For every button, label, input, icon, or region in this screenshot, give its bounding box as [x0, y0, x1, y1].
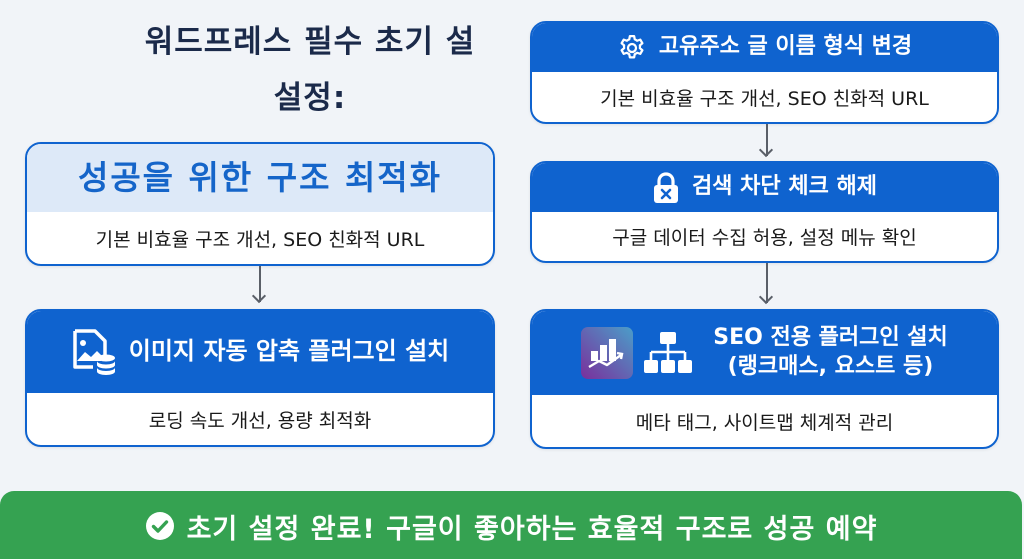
page-title: 워드프레스 필수 초기 설 설정: — [120, 14, 500, 126]
card-heading: 검색 차단 체크 해제 — [692, 174, 877, 200]
card-description: 구글 데이터 수집 허용, 설정 메뉴 확인 — [612, 227, 917, 249]
card-search-block-uncheck: 검색 차단 체크 해제 구글 데이터 수집 허용, 설정 메뉴 확인 — [530, 161, 999, 263]
card-heading: 고유주소 글 이름 형식 변경 — [658, 34, 913, 60]
card-description: 로딩 속도 개선, 용량 최적화 — [148, 409, 372, 432]
card-description: 메타 태그, 사이트맵 체계적 관리 — [635, 411, 894, 434]
card-body: 기본 비효율 구조 개선, SEO 친화적 URL — [27, 212, 493, 264]
card-body: 로딩 속도 개선, 용량 최적화 — [27, 393, 493, 445]
card-seo-plugin: SEO 전용 플러그인 설치 (랭크매스, 요스트 등) 메타 태그, 사이트맵… — [530, 309, 999, 449]
page-title-line1: 워드프레스 필수 초기 설 — [144, 24, 476, 60]
card-header: 고유주소 글 이름 형식 변경 — [532, 23, 997, 72]
gear-icon — [617, 33, 647, 63]
card-body: 기본 비효율 구조 개선, SEO 친화적 URL — [532, 72, 997, 122]
flow-arrow — [758, 124, 774, 160]
check-circle-icon — [145, 511, 175, 541]
banner-text: 초기 설정 완료! 구글이 좋아하는 효율적 구조로 성공 예약 — [186, 513, 878, 545]
card-permalink-format: 고유주소 글 이름 형식 변경 기본 비효율 구조 개선, SEO 친화적 UR… — [530, 21, 999, 124]
lock-x-icon — [652, 171, 680, 204]
card-heading: 이미지 자동 압축 플러그인 설치 — [128, 337, 450, 366]
completion-banner: 초기 설정 완료! 구글이 좋아하는 효율적 구조로 성공 예약 — [0, 491, 1022, 559]
card-heading: 성공을 위한 구조 최적화 — [77, 157, 443, 197]
card-header: SEO 전용 플러그인 설치 (랭크매스, 요스트 등) — [532, 311, 997, 395]
rank-math-logo-icon — [581, 327, 634, 379]
image-file-database-icon — [71, 327, 117, 377]
card-structure-optimization: 성공을 위한 구조 최적화 기본 비효율 구조 개선, SEO 친화적 URL — [25, 142, 495, 266]
card-heading: SEO 전용 플러그인 설치 (랭크매스, 요스트 등) — [713, 324, 947, 381]
card-header: 성공을 위한 구조 최적화 — [27, 144, 493, 212]
card-header: 이미지 자동 압축 플러그인 설치 — [27, 311, 493, 393]
card-heading-line1: SEO 전용 플러그인 설치 — [713, 325, 948, 351]
page-title-line2: 설정: — [273, 80, 347, 116]
flow-arrow — [251, 266, 267, 306]
card-header: 검색 차단 체크 해제 — [532, 163, 997, 212]
card-heading-line2: (랭크매스, 요스트 등) — [727, 354, 934, 379]
card-body: 구글 데이터 수집 허용, 설정 메뉴 확인 — [532, 212, 997, 261]
card-description: 기본 비효율 구조 개선, SEO 친화적 URL — [600, 87, 929, 110]
card-image-compression: 이미지 자동 압축 플러그인 설치 로딩 속도 개선, 용량 최적화 — [25, 309, 495, 447]
flow-arrow — [758, 263, 774, 307]
card-body: 메타 태그, 사이트맵 체계적 관리 — [532, 395, 997, 447]
card-description: 기본 비효율 구조 개선, SEO 친화적 URL — [95, 228, 425, 251]
sitemap-hierarchy-icon — [643, 330, 693, 376]
